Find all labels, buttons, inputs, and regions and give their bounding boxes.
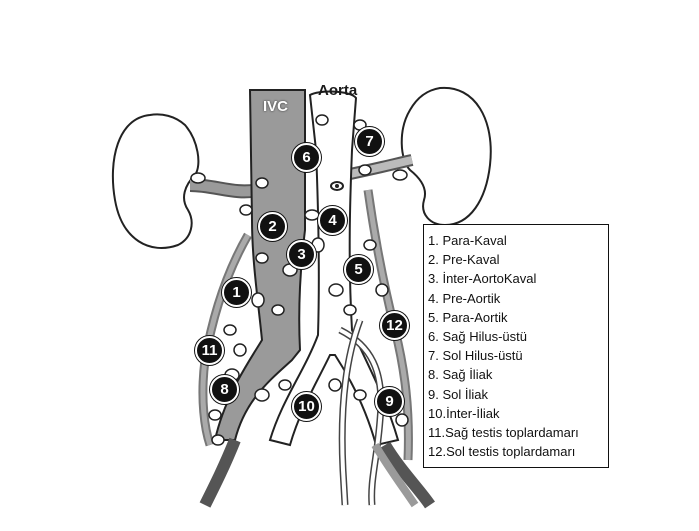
legend-item: 12.Sol testis toplardamarı [428,444,576,460]
left-iliac-gray [371,442,419,508]
marker-3: 3 [287,240,316,269]
marker-9: 9 [375,387,404,416]
legend-item: 11.Sağ testis toplardamarı [428,425,579,441]
marker-11: 11 [195,336,224,365]
aorta-label: Aorta [318,82,358,99]
right-kidney [111,113,200,249]
right-ureter-inner [340,319,362,506]
left-external-iliac [379,441,435,509]
marker-5: 5 [344,255,373,284]
marker-7: 7 [355,127,384,156]
legend-item: 6. Sağ Hilus-üstü [428,329,527,345]
legend-box: 1. Para-Kaval 2. Pre-Kaval 3. İnter-Aort… [423,224,609,468]
right-external-iliac [199,437,241,508]
aorta-vessel [268,90,400,447]
legend-item: 1. Para-Kaval [428,233,507,248]
legend-item: 8. Sağ İliak [428,367,493,383]
marker-10: 10 [292,392,321,421]
legend-item: 5. Para-Aortik [428,309,508,325]
legend-item: 10.İnter-İliak [428,405,500,421]
legend-item: 7. Sol Hilus-üstü [428,348,523,364]
legend-item: 4. Pre-Aortik [428,290,501,306]
legend-item: 9. Sol İliak [428,386,488,402]
marker-6: 6 [292,143,321,172]
aortic-ostium-dot [335,184,339,188]
ivc-label: IVC [263,98,289,115]
legend-item: 2. Pre-Kaval [428,252,500,268]
lymph-nodes [190,114,409,446]
left-kidney [400,86,492,227]
marker-4: 4 [318,206,347,235]
marker-12: 12 [380,311,409,340]
marker-2: 2 [258,212,287,241]
left-ureter-inner [339,328,383,506]
marker-1: 1 [222,278,251,307]
marker-8: 8 [210,375,239,404]
legend-item: 3. İnter-AortoKaval [428,271,537,287]
